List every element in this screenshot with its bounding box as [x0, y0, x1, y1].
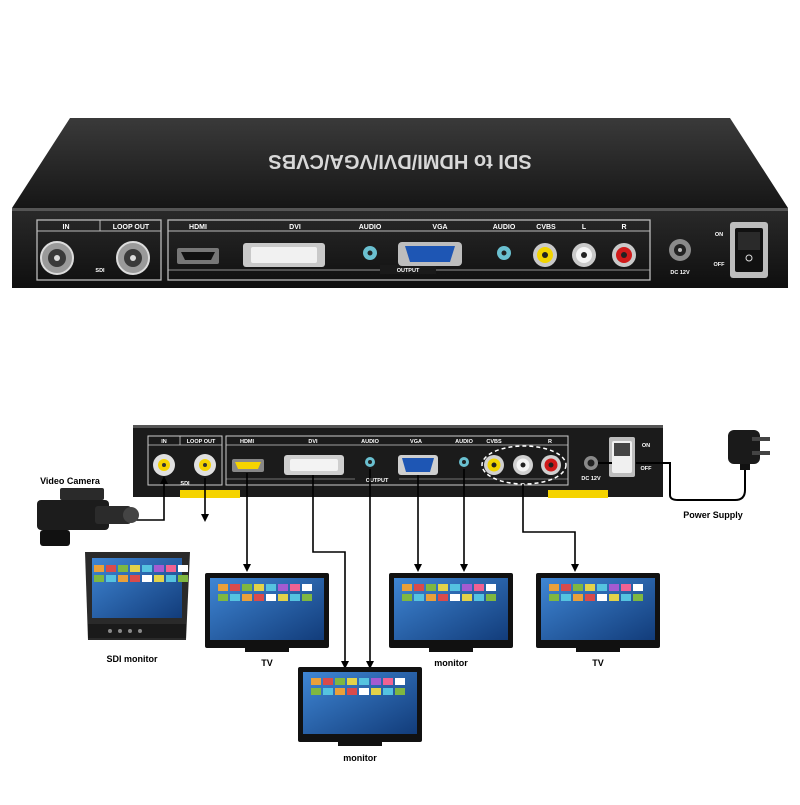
power-supply-label: Power Supply [683, 510, 743, 520]
power-switch[interactable] [730, 222, 768, 278]
diagram-switch-off: OFF [641, 466, 653, 472]
bnc-in-connector[interactable] [40, 241, 74, 275]
audio-l-rca-jack[interactable] [572, 243, 596, 267]
diagram-hdmi-label: HDMI [240, 439, 255, 445]
diagram-vga-label: VGA [410, 439, 422, 445]
diagram-sdi-in-label: IN [161, 439, 167, 445]
cvbs-label: CVBS [536, 224, 556, 231]
monitor-center-label: monitor [434, 658, 468, 668]
sdi-mark-bar [180, 490, 240, 498]
diagram-cvbs-label: CVBS [486, 439, 502, 445]
r-label: R [621, 224, 626, 231]
diagram-switch-on: ON [642, 443, 650, 449]
audio-r-rca-jack[interactable] [612, 243, 636, 267]
device-photo: SDI to HDMI/DVI/VGA/CVBS IN LOOP OUT SDI… [12, 118, 788, 288]
dc-power-jack[interactable] [669, 239, 691, 261]
audio1-jack[interactable] [363, 246, 377, 260]
tv-left-icon [205, 573, 329, 652]
sdi-monitor-icon [85, 552, 190, 640]
audio1-label: AUDIO [359, 224, 382, 231]
monitor-bottom-label: monitor [343, 753, 377, 763]
dc-mark-bar [548, 490, 608, 498]
diagram-audio-r-jack[interactable] [541, 455, 561, 475]
hdmi-label: HDMI [189, 224, 207, 231]
dvi-label: DVI [289, 224, 301, 231]
cvbs-audio-highlight [481, 445, 567, 485]
tv-right-icon [536, 573, 660, 652]
diagram-bnc-loop-out[interactable] [194, 454, 216, 476]
diagram-dvi-port[interactable] [284, 455, 344, 475]
sdi-monitor-label: SDI monitor [107, 654, 158, 664]
diagram-output-label: OUTPUT [366, 478, 389, 484]
diagram-sdi-label: SDI [180, 481, 190, 487]
diagram-dvi-label: DVI [308, 439, 318, 445]
diagram-r-label: R [548, 439, 552, 445]
diagram-dc-label: DC 12V [581, 476, 601, 482]
diagram-audio-l-jack[interactable] [513, 455, 533, 475]
diagram-hdmi-port[interactable] [232, 459, 264, 472]
diagram-sdi-loop-out-label: LOOP OUT [187, 439, 216, 445]
diagram-dc-jack[interactable] [584, 456, 598, 470]
power-adapter-icon [728, 430, 770, 470]
diagram-bnc-in[interactable] [153, 454, 175, 476]
cvbs-rca-jack[interactable] [533, 243, 557, 267]
output-label: OUTPUT [397, 268, 420, 274]
audio2-label: AUDIO [493, 224, 516, 231]
diagram-audio2-label: AUDIO [455, 439, 473, 445]
diagram-audio1-label: AUDIO [361, 439, 379, 445]
dvi-port[interactable] [243, 243, 325, 267]
monitor-center-icon [389, 573, 513, 652]
hdmi-port[interactable] [177, 248, 219, 264]
bnc-loop-out-connector[interactable] [116, 241, 150, 275]
diagram-audio1-jack[interactable] [365, 457, 375, 467]
device-top-title: SDI to HDMI/DVI/VGA/CVBS [268, 150, 531, 172]
dc-label: DC 12V [670, 270, 690, 276]
tv-right-label: TV [592, 658, 604, 668]
sdi-in-label: IN [63, 224, 70, 231]
vga-label: VGA [432, 224, 447, 231]
diagram-device: IN LOOP OUT SDI HDMI DVI AUDIO VGA AUDIO… [133, 425, 663, 498]
diagram-cvbs-jack[interactable] [484, 455, 504, 475]
sdi-loop-out-label: LOOP OUT [113, 224, 150, 231]
sdi-label: SDI [95, 268, 105, 274]
switch-off-label: OFF [714, 262, 726, 268]
l-label: L [582, 224, 587, 231]
audio2-jack[interactable] [497, 246, 511, 260]
monitor-bottom-icon [298, 667, 422, 746]
switch-on-label: ON [715, 232, 723, 238]
video-camera-icon [37, 488, 139, 546]
vga-port[interactable] [398, 242, 462, 266]
diagram-vga-port[interactable] [398, 455, 438, 475]
video-camera-label: Video Camera [40, 476, 101, 486]
diagram-audio2-jack[interactable] [459, 457, 469, 467]
diagram-power-switch[interactable] [609, 437, 635, 477]
tv-left-label: TV [261, 658, 273, 668]
connection-lines [130, 462, 746, 669]
